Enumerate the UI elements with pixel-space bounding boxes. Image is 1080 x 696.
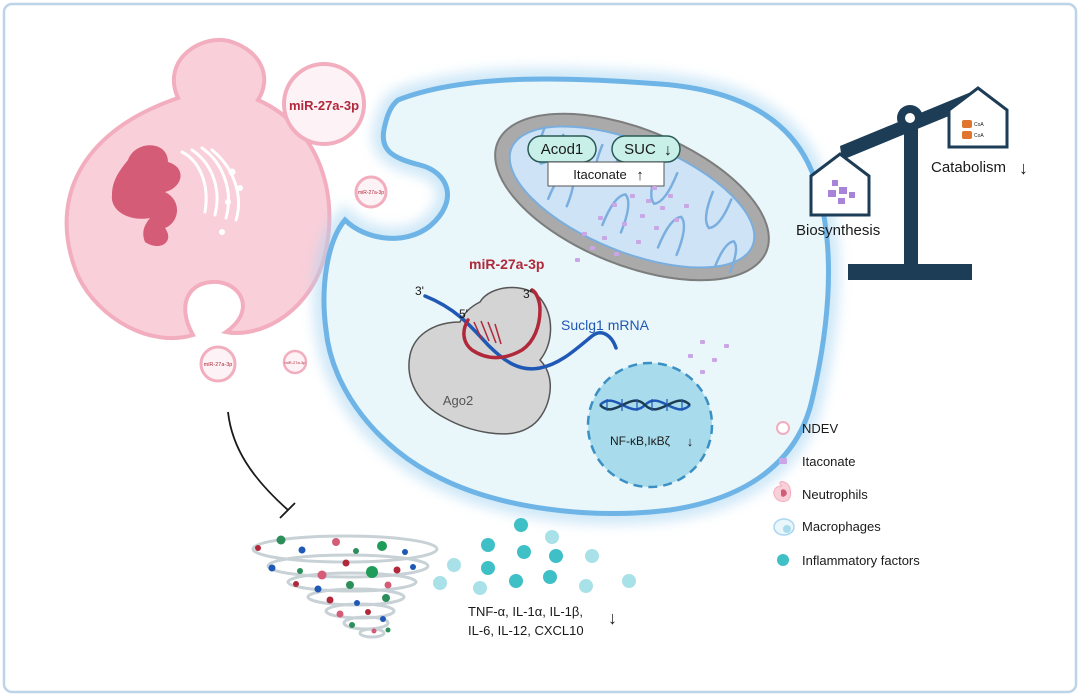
inhibition-arrow: [227, 411, 296, 519]
three-prime-left: 3': [415, 284, 424, 298]
svg-text:miR-27a-3p: miR-27a-3p: [285, 360, 307, 365]
nfkb-down-arrow: ↓: [687, 434, 694, 449]
ndev-icon: [776, 421, 790, 435]
svg-text:SUC: SUC: [624, 141, 656, 158]
legend-itaconate: Itaconate: [779, 454, 856, 469]
ndev-small-3: miR-27a-3p: [282, 349, 308, 375]
svg-text:Itaconate: Itaconate: [802, 454, 856, 469]
cytokine-down-arrow: ↓: [608, 608, 617, 628]
dna-helix-icon: [599, 399, 691, 411]
right-pan: CoA CoA: [947, 86, 1009, 149]
svg-text:NDEV: NDEV: [802, 421, 838, 436]
svg-text:CoA: CoA: [974, 122, 984, 128]
balance-scale: CoA CoA Biosynthesis Catabolism ↓: [796, 86, 1028, 280]
base-pairing: [473, 320, 502, 345]
acod1-box: Acod1: [527, 135, 597, 163]
legend-macrophages: Macrophages: [773, 518, 881, 536]
five-prime: 5': [459, 307, 468, 321]
svg-text:Macrophages: Macrophages: [802, 519, 881, 534]
svg-text:Neutrophils: Neutrophils: [802, 487, 868, 502]
cytokine-storm: [251, 534, 439, 639]
legend-inflammatory-factors: Inflammatory factors: [777, 553, 920, 568]
neutrophil-nucleus: [111, 145, 181, 247]
svg-text:Acod1: Acod1: [541, 141, 584, 158]
svg-text:Inflammatory factors: Inflammatory factors: [802, 553, 920, 568]
ndev-small-1: miR-27a-3p: [354, 175, 388, 209]
catabolism-down-arrow: ↓: [1019, 158, 1028, 178]
macrophage-icon: [773, 518, 795, 536]
svg-text:miR-27a-3p: miR-27a-3p: [358, 190, 384, 196]
svg-text:CoA: CoA: [974, 133, 984, 139]
itaconate-icon: [779, 458, 787, 464]
left-pan: [809, 152, 871, 217]
itaconate-particles: [575, 186, 729, 374]
svg-text:IL-6, IL-12, CXCL10: IL-6, IL-12, CXCL10: [468, 623, 584, 638]
suc-down-arrow: ↓: [664, 142, 672, 159]
legend: NDEV Itaconate Neutrophils Macrophages I…: [773, 421, 920, 568]
catabolism-label: Catabolism: [931, 159, 1006, 176]
svg-text:Itaconate: Itaconate: [573, 167, 627, 182]
biosynthesis-label: Biosynthesis: [796, 222, 880, 239]
neutrophil: [64, 37, 332, 341]
itaconate-box: Itaconate ↑: [547, 161, 665, 187]
three-prime-right: 3': [523, 287, 532, 301]
ndev-mirna-label: miR-27a-3p: [289, 98, 359, 113]
inflammatory-factor-icon: [777, 554, 789, 566]
inflammatory-factors: [433, 518, 636, 595]
macrophage-nucleus: NF-κB,IκBζ ↓: [586, 361, 714, 489]
legend-ndev: NDEV: [776, 421, 838, 436]
nfkb-label: NF-κB,IκBζ: [610, 434, 671, 448]
ago2: Ago2: [408, 286, 552, 435]
itaconate-up-arrow: ↑: [636, 167, 644, 184]
ndev-large: miR-27a-3p: [282, 62, 366, 146]
ago2-label: Ago2: [443, 393, 473, 408]
suc-box: SUC ↓: [611, 135, 681, 163]
ndev-small-2: miR-27a-3p: [199, 345, 237, 383]
mrna-label: Suclg1 mRNA: [561, 317, 650, 333]
legend-neutrophils: Neutrophils: [773, 481, 868, 502]
cytokine-list: TNF-α, IL-1α, IL-1β, IL-6, IL-12, CXCL10…: [468, 604, 617, 638]
neutrophil-icon: [773, 481, 792, 502]
svg-text:TNF-α, IL-1α, IL-1β,: TNF-α, IL-1α, IL-1β,: [468, 604, 583, 619]
golgi-apparatus: [180, 146, 243, 235]
mirna-strand-label: miR-27a-3p: [469, 256, 544, 272]
svg-text:miR-27a-3p: miR-27a-3p: [204, 362, 233, 368]
storm-particles: [255, 535, 416, 634]
mirna-strand: [462, 288, 542, 360]
